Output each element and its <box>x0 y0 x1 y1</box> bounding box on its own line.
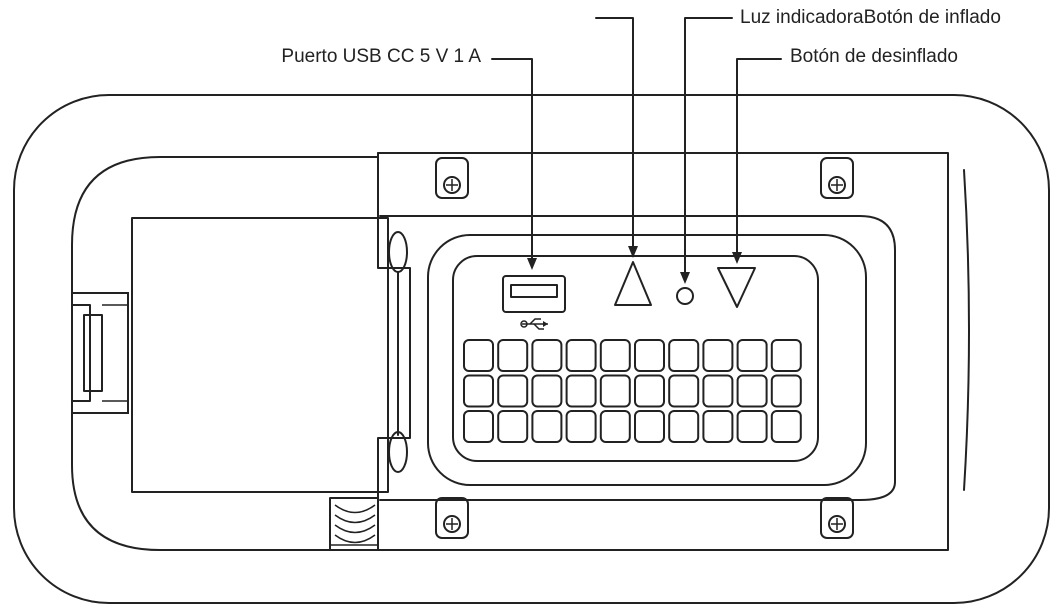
cable-coil <box>329 497 379 551</box>
triangle-down-icon[interactable] <box>717 267 756 308</box>
leader-deflate <box>732 58 782 264</box>
latch <box>71 292 129 414</box>
hinge <box>377 152 411 551</box>
screw-bottom-left <box>435 497 469 539</box>
vent-slot <box>668 374 700 408</box>
leader-indicator <box>680 17 733 284</box>
vent-slot <box>702 374 734 408</box>
vent-slot <box>565 339 597 372</box>
vent-grid <box>463 339 802 443</box>
vent-slot <box>702 410 734 443</box>
vent-slot <box>634 410 665 443</box>
leader-usb <box>491 58 537 270</box>
vent-slot <box>463 374 494 408</box>
vent-slot <box>497 374 529 408</box>
vent-slot <box>736 374 768 408</box>
control-panel-inner <box>379 215 896 501</box>
vent-slot <box>634 374 665 408</box>
circle-icon <box>676 287 694 305</box>
deflate-button-label: Botón de desinflado <box>790 46 958 67</box>
vent-slot <box>565 374 597 408</box>
screw-bottom-right <box>820 497 854 539</box>
vent-slot <box>770 410 802 443</box>
vent-slot <box>702 339 734 372</box>
vent-slot <box>531 339 563 372</box>
usb-port[interactable] <box>502 275 566 313</box>
vent-slot <box>599 339 631 372</box>
control-bezel-outer <box>427 234 867 486</box>
vent-slot <box>599 374 631 408</box>
vent-slot <box>497 410 529 443</box>
triangle-up-icon[interactable] <box>614 261 652 306</box>
control-panel-face <box>377 152 949 551</box>
usb-icon <box>520 318 548 330</box>
vent-slot <box>668 339 700 372</box>
indicator-inflate-label: Luz indicadoraBotón de inflado <box>740 7 1001 28</box>
leader-inflate <box>595 17 638 258</box>
vent-slot <box>634 339 665 372</box>
vent-slot <box>599 410 631 443</box>
vent-slot <box>770 374 802 408</box>
vent-slot <box>531 374 563 408</box>
vent-slot <box>668 410 700 443</box>
vent-slot <box>463 339 494 372</box>
left-panel <box>131 217 389 493</box>
vent-slot <box>497 339 529 372</box>
usb-port-label: Puerto USB CC 5 V 1 A <box>281 46 481 67</box>
screw-top-right <box>820 157 854 199</box>
vent-slot <box>736 410 768 443</box>
vent-slot <box>736 339 768 372</box>
screw-top-left <box>435 157 469 199</box>
control-bezel-inner <box>452 255 819 462</box>
vent-slot <box>565 410 597 443</box>
housing-right-rim <box>963 169 970 491</box>
vent-slot <box>531 410 563 443</box>
vent-slot <box>463 410 494 443</box>
vent-slot <box>770 339 802 372</box>
